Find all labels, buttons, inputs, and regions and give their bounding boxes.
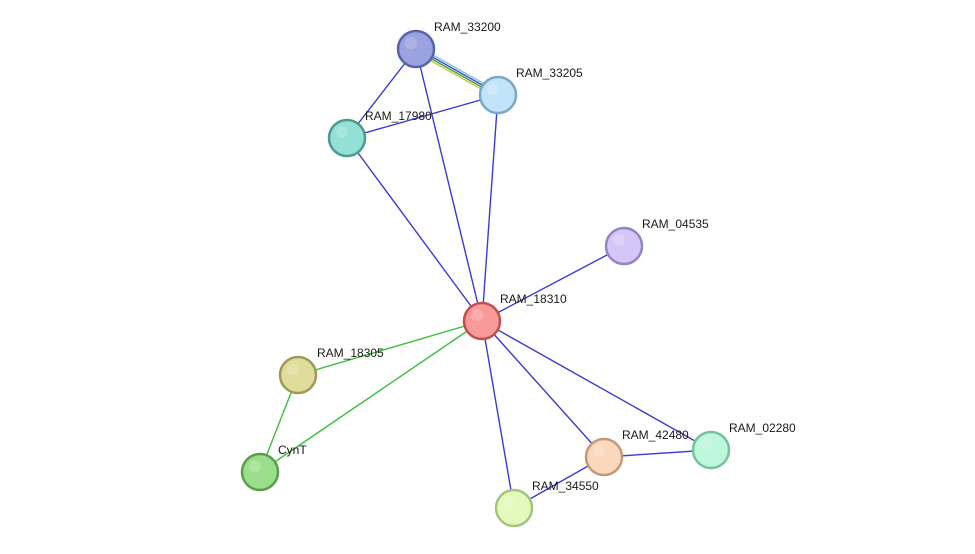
edge-line — [297, 320, 483, 376]
edge-RAM_33200-RAM_18310 — [415, 48, 483, 322]
node-label: RAM_34550 — [532, 479, 599, 493]
edge-RAM_33205-RAM_17980 — [346, 94, 499, 139]
node-highlight — [613, 234, 625, 246]
node-label: RAM_17980 — [365, 109, 432, 123]
node-highlight — [487, 83, 499, 95]
node-label: RAM_42480 — [622, 428, 689, 442]
node-RAM_33200[interactable]: RAM_33200 — [396, 20, 501, 69]
edge-line — [481, 320, 515, 509]
node-label: RAM_18310 — [500, 292, 567, 306]
node-circle[interactable] — [278, 355, 318, 395]
node-highlight — [287, 363, 299, 375]
node-RAM_02280[interactable]: RAM_02280 — [691, 421, 796, 470]
node-layer: RAM_33200RAM_33205RAM_17980RAM_04535RAM_… — [240, 20, 796, 528]
node-label: RAM_33200 — [434, 20, 501, 34]
node-RAM_42480[interactable]: RAM_42480 — [584, 428, 689, 477]
edge-line — [259, 320, 483, 473]
node-highlight — [336, 126, 348, 138]
node-circle[interactable] — [691, 430, 731, 470]
node-RAM_34550[interactable]: RAM_34550 — [494, 479, 599, 528]
node-label: RAM_33205 — [516, 66, 583, 80]
node-highlight — [471, 309, 483, 321]
edge-line — [346, 137, 483, 322]
node-label: RAM_18305 — [317, 346, 384, 360]
node-CynT[interactable]: CynT — [240, 443, 307, 492]
node-circle[interactable] — [604, 226, 644, 266]
node-circle[interactable] — [494, 488, 534, 528]
edge-RAM_18310-RAM_34550 — [481, 320, 515, 509]
node-RAM_17980[interactable]: RAM_17980 — [327, 109, 432, 158]
node-label: RAM_02280 — [729, 421, 796, 435]
edge-RAM_33205-RAM_18310 — [481, 94, 499, 322]
edge-line — [346, 94, 499, 139]
edge-line — [481, 320, 712, 451]
node-RAM_18310[interactable]: RAM_18310 — [462, 292, 567, 341]
node-highlight — [593, 445, 605, 457]
node-RAM_04535[interactable]: RAM_04535 — [604, 217, 709, 266]
edge-RAM_17980-RAM_18310 — [346, 137, 483, 322]
edge-RAM_18310-CynT — [259, 320, 483, 473]
node-label: RAM_04535 — [642, 217, 709, 231]
node-label: CynT — [278, 443, 307, 457]
node-circle[interactable] — [240, 452, 280, 492]
edge-line — [415, 48, 483, 322]
node-highlight — [249, 460, 261, 472]
node-highlight — [405, 37, 417, 49]
edge-line — [481, 245, 625, 322]
edge-line — [481, 94, 499, 322]
node-circle[interactable] — [584, 437, 624, 477]
edge-RAM_18310-RAM_18305 — [297, 320, 483, 376]
node-RAM_18305[interactable]: RAM_18305 — [278, 346, 384, 395]
edge-RAM_18310-RAM_02280 — [481, 320, 712, 451]
edge-RAM_18310-RAM_42480 — [481, 320, 605, 458]
node-highlight — [503, 496, 515, 508]
node-RAM_33205[interactable]: RAM_33205 — [478, 66, 583, 115]
edge-RAM_04535-RAM_18310 — [481, 245, 625, 322]
node-circle[interactable] — [478, 75, 518, 115]
node-circle[interactable] — [462, 301, 502, 341]
node-highlight — [700, 438, 712, 450]
node-circle[interactable] — [327, 118, 367, 158]
node-circle[interactable] — [396, 29, 436, 69]
edge-line — [481, 320, 605, 458]
